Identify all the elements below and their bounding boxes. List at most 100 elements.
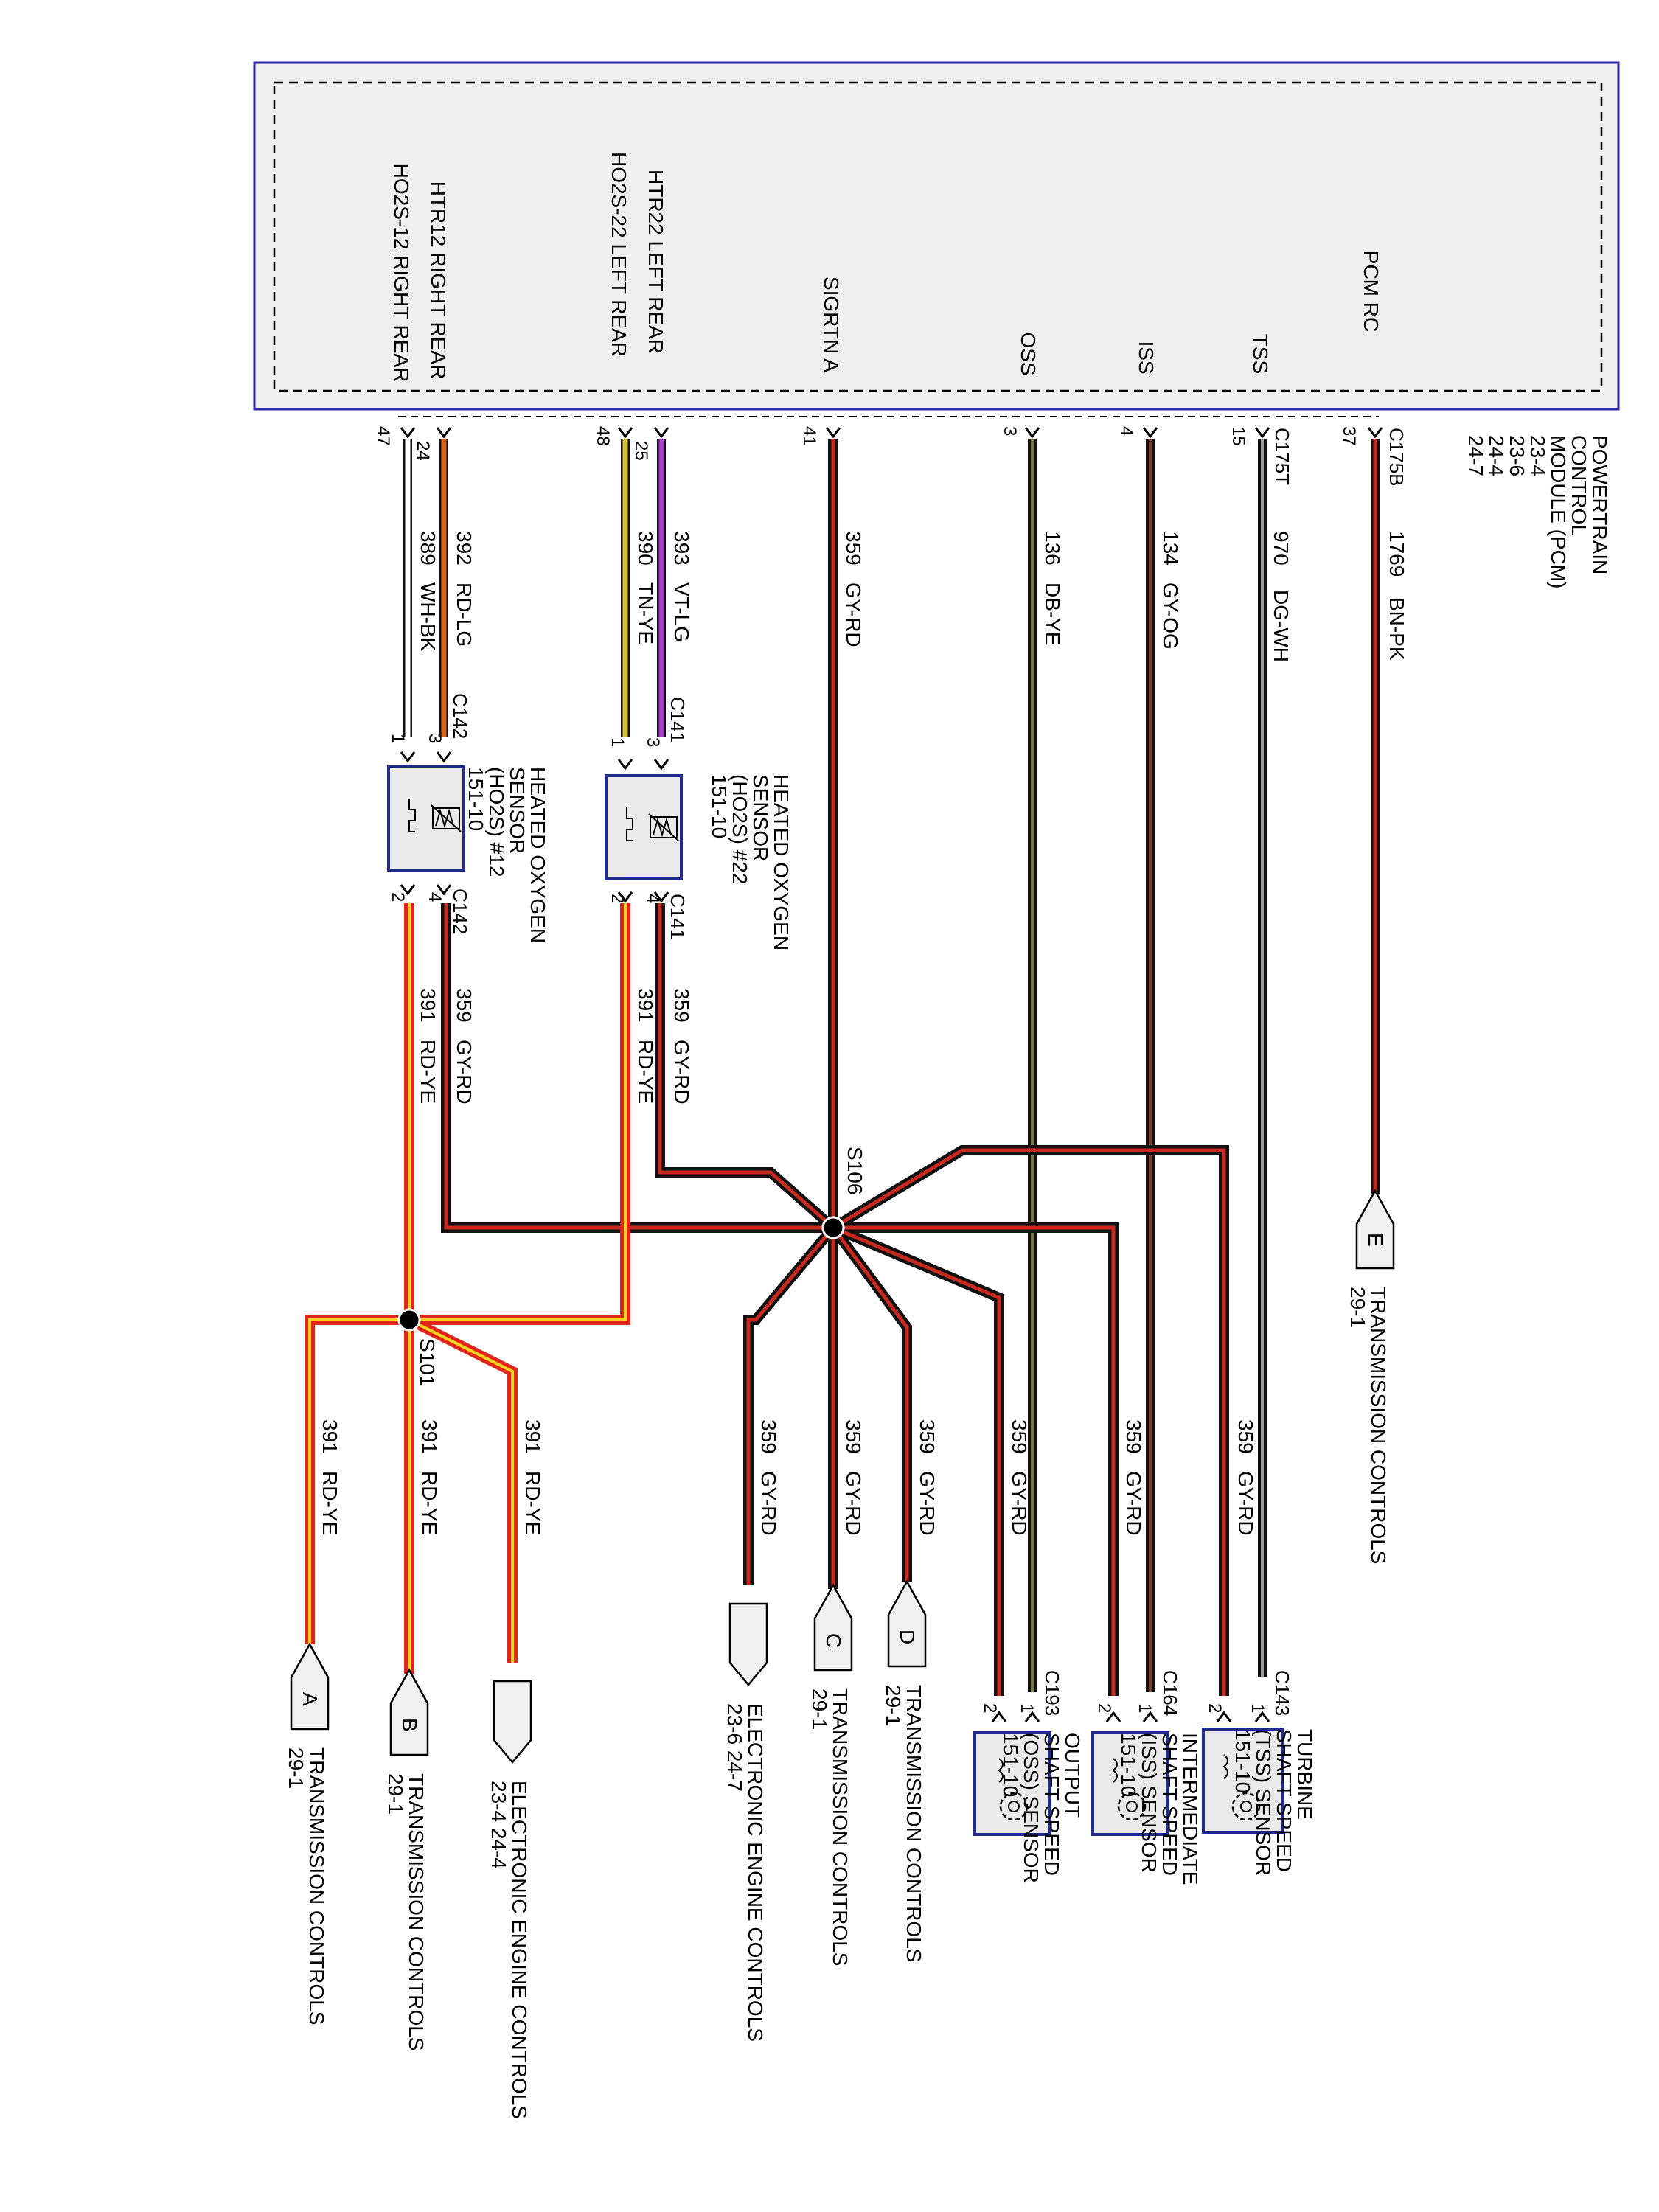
connector-letter: A [299,1692,321,1706]
gear-icon [999,1792,1029,1821]
wire-num-label: 359 [842,531,865,566]
wire-color-label: DB-YE [1041,582,1064,646]
pin-number: 2 [1205,1703,1225,1713]
tss-sensor: C143 1 2 TURBINE SHAFT SPEED (TSS) SENSO… [1202,1670,1316,1876]
sensor-name-line: (HO2S) #12 [485,767,508,877]
pin-number: 48 [593,426,613,446]
pcm-name-line: MODULE (PCM) [1547,435,1570,588]
connector-letter: B [398,1718,421,1732]
wire-color-label: TN-YE [634,582,657,644]
heater-element-icon [408,799,416,832]
offpage-label-line: 29-1 [882,1685,905,1726]
wire-color-label: WH-BK [417,582,439,652]
offpage-connector-d: D TRANSMISSION CONTROLS 29-1 [882,1579,927,1962]
wire-color-label: GY-RD [1234,1471,1257,1536]
connector-label: C142 [449,888,471,934]
pin-number: 4 [643,894,663,903]
pcm-name-line: 23-6 [1506,435,1528,476]
sensor-name-line: HEATED OXYGEN [770,774,793,950]
sensor-name-line: SHAFT SPEED [1040,1733,1063,1876]
offpage-label-line: TRANSMISSION CONTROLS [305,1747,328,2025]
offpage-label-line: 23-6 24-7 [723,1703,746,1792]
pcm-pin-label-sigrtn: SIGRTN A [820,276,843,373]
pin-number: 4 [1116,426,1136,436]
wire-num-label: 359 [916,1419,939,1454]
wire-num-label: 393 [670,531,693,566]
wire-color-label: GY-RD [916,1471,939,1536]
sensor-name-line: SHAFT SPEED [1158,1733,1181,1876]
connector-label: C142 [449,693,471,739]
offpage-connector-eec-1: ELECTRONIC ENGINE CONTROLS 23-6 24-7 [723,1602,768,2042]
pin-number: 3 [1000,426,1020,436]
wire-num-label: 136 [1041,531,1064,566]
pin-number: 1 [608,737,627,747]
pcm-pin-label-oss: OSS [1017,332,1040,375]
offpage-label-line: TRANSMISSION CONTROLS [1367,1287,1390,1564]
wire-391-network [305,903,630,1674]
oss-sensor: C193 1 2 OUTPUT SHAFT SPEED (OSS) SENSOR… [973,1670,1084,1883]
pin-number: 37 [1339,426,1359,446]
wire-color-label: VT-LG [670,582,693,642]
wire-num-label: 970 [1270,531,1293,566]
pcm-name-line: POWERTRAIN [1588,435,1611,574]
offpage-connector-c: C TRANSMISSION CONTROLS 29-1 [808,1583,853,1966]
wire-num-label: 391 [521,1419,544,1454]
wire-color-label: RD-YE [418,1471,441,1535]
pcm-name: POWERTRAIN CONTROL MODULE (PCM) 23-4 23-… [1464,435,1611,588]
pin-number: 47 [373,426,393,446]
connector-label: C164 [1159,1670,1181,1716]
splice-label: S106 [844,1147,866,1194]
wire-num-label: 389 [417,531,439,566]
wire-num-label: 1769 [1385,531,1408,577]
pin-number: 1 [1248,1703,1267,1713]
wire-359-network [441,439,1229,1696]
sensor-name-line: HEATED OXYGEN [526,767,549,943]
wire-num-label: 391 [319,1419,341,1454]
wire-num-label: 391 [634,988,657,1023]
sensor-name-line: TURBINE [1293,1729,1316,1820]
wire-num-label: 390 [634,531,657,566]
speed-sensors: C143 1 2 TURBINE SHAFT SPEED (TSS) SENSO… [973,1670,1316,1885]
offpage-connector-b: B TRANSMISSION CONTROLS 29-1 [384,1668,429,2051]
pcm-pin-label-iss: ISS [1135,341,1158,374]
pin-number: 2 [608,894,627,903]
wire-num-label: 359 [1122,1419,1145,1454]
ho2s-12-name: HEATED OXYGEN SENSOR (HO2S) #12 151-10 [465,767,549,943]
pcm-pin-label-htr12: HTR12 RIGHT REAR [427,181,450,380]
sensor-name-line: SENSOR [749,774,772,861]
pin-number: 2 [388,892,408,902]
pcm-pin-label-ho2s22: HO2S-22 LEFT REAR [608,152,630,357]
sensor-name-line: 151-10 [1231,1729,1254,1793]
offpage-label-line: 29-1 [808,1688,831,1730]
connector-label: C193 [1041,1670,1063,1716]
pin-number: 1 [1017,1703,1037,1713]
pin-number: 3 [643,737,663,747]
pin-number: 25 [631,441,651,461]
connector-c175t: C175T [1271,428,1293,485]
wire-num-label: 392 [453,531,476,566]
pin-number: 41 [799,426,819,446]
pcm-outer-box [253,61,1620,411]
wire-num-label: 359 [453,988,476,1023]
wire-color-label: RD-YE [417,1040,439,1104]
connector-label: C141 [667,894,689,939]
connector-letter: D [896,1630,919,1644]
pcm-pin-label-pcm-rc: PCM RC [1360,251,1382,332]
offpage-connectors: E TRANSMISSION CONTROLS 29-1 D TRANSMISS… [285,1189,1395,2119]
wire-labels-upper: 1769 BN-PK 970 DG-WH 134 GY-OG 136 DB-YE… [417,531,1408,662]
ho2s-22-body [605,774,683,880]
wire-color-label: GY-RD [1122,1471,1145,1536]
wire-num-label: 391 [418,1419,441,1454]
sensor-name-line: 151-10 [999,1733,1022,1797]
splice-label: S101 [416,1338,439,1386]
wire-color-label: GY-RD [842,1471,865,1536]
pin-number: 2 [980,1703,1000,1713]
ho2s-12-sensor: C142 C142 1 3 2 4 HEATED OXYGEN SENSOR (… [387,693,549,943]
offpage-connector-eec-2: ELECTRONIC ENGINE CONTROLS 23-4 24-4 [487,1680,532,2119]
offpage-connector-e: E TRANSMISSION CONTROLS 29-1 [1346,1189,1395,1564]
pcm-pin-label-tss: TSS [1249,334,1272,374]
offpage-label-line: 29-1 [1346,1287,1369,1328]
wire-color-label: RD-YE [634,1040,657,1104]
gear-icon [1117,1792,1147,1821]
